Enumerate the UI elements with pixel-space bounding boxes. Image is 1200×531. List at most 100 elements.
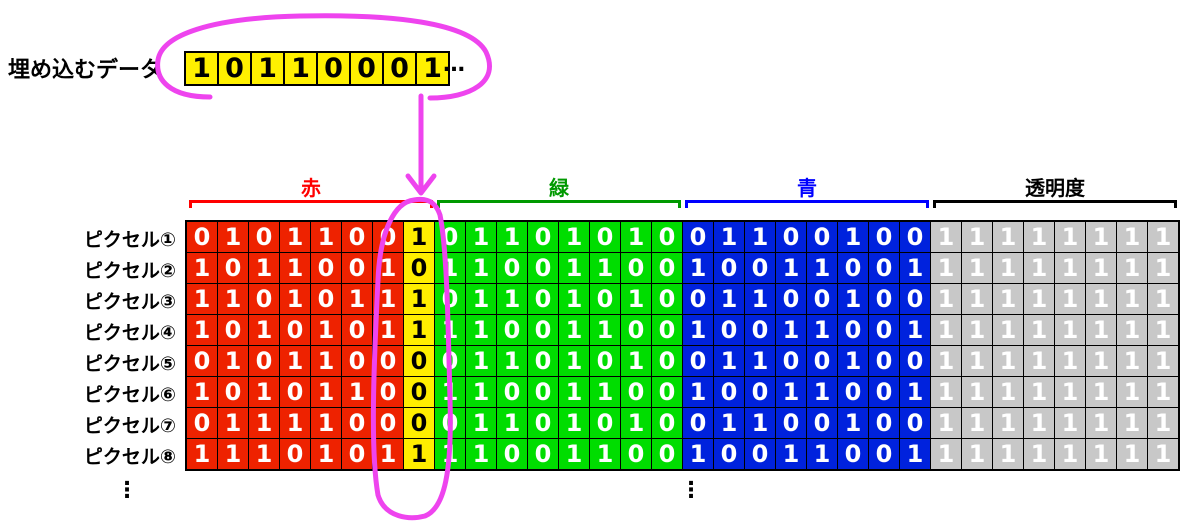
bit-cell: 0	[528, 346, 558, 376]
bit-cell: 1	[1117, 315, 1147, 345]
bit-cell: 1	[1117, 439, 1147, 469]
bit-cell: 1	[993, 408, 1023, 438]
bit-cell: 1	[249, 377, 279, 407]
bit-cell: 1	[683, 439, 713, 469]
bit-cell: 0	[621, 439, 651, 469]
bit-cell: 1	[900, 253, 930, 283]
bit-cell: 1	[249, 408, 279, 438]
bit-cell: 1	[962, 439, 992, 469]
bit-cell: 1	[559, 315, 589, 345]
bit-cell: 1	[621, 346, 651, 376]
bit-cell: 0	[373, 408, 403, 438]
bit-cell: 0	[714, 253, 744, 283]
bit-cell: 0	[280, 377, 310, 407]
bit-cell: 0	[218, 315, 248, 345]
bit-cell: 1	[218, 439, 248, 469]
bit-cell: 1	[590, 253, 620, 283]
bit-cell: 1	[1148, 253, 1178, 283]
bit-cell: 1	[1086, 253, 1116, 283]
bit-cell: 0	[311, 284, 341, 314]
bit-cell: 1	[1086, 346, 1116, 376]
bit-cell: 0	[218, 253, 248, 283]
bit-cell: 0	[187, 346, 217, 376]
bit-cell: 0	[280, 315, 310, 345]
bit-cell: 1	[559, 284, 589, 314]
bit-cell: 1	[466, 315, 496, 345]
pixel-row-label: ピクセル④	[83, 322, 176, 344]
bit-cell: 0	[745, 439, 775, 469]
bit-cell: 1	[466, 346, 496, 376]
bit-cell: 0	[745, 253, 775, 283]
bit-cell: 0	[776, 408, 806, 438]
bit-cell: 1	[931, 315, 961, 345]
bit-cell: 0	[280, 439, 310, 469]
bit-cell: 0	[807, 408, 837, 438]
bit-cell: 1	[280, 222, 310, 252]
bit-cell: 1	[838, 408, 868, 438]
bit-cell: 0	[776, 346, 806, 376]
bit-cell: 1	[311, 439, 341, 469]
embed-bit: 0	[318, 53, 351, 84]
bit-cell: 1	[683, 377, 713, 407]
bit-cell: 0	[714, 439, 744, 469]
red-lsb-bit-cell: 1	[404, 439, 434, 469]
bit-cell: 0	[590, 408, 620, 438]
bit-cell: 1	[1086, 222, 1116, 252]
bit-cell: 1	[683, 253, 713, 283]
bit-cell: 1	[1024, 377, 1054, 407]
bit-cell: 1	[1148, 439, 1178, 469]
bit-cell: 1	[590, 377, 620, 407]
bit-cell: 1	[993, 346, 1023, 376]
bit-cell: 1	[838, 222, 868, 252]
bit-cell: 1	[559, 377, 589, 407]
bit-cell: 1	[1055, 284, 1085, 314]
bit-cell: 0	[683, 222, 713, 252]
bit-cell: 1	[497, 222, 527, 252]
bit-cell: 1	[1117, 222, 1147, 252]
channel-label: 透明度	[1025, 176, 1085, 200]
bit-cell: 1	[993, 439, 1023, 469]
pixel-row-label: ピクセル②	[83, 260, 176, 282]
embed-bit: 1	[252, 53, 285, 84]
bit-cell: 0	[900, 346, 930, 376]
bit-cell: 1	[466, 439, 496, 469]
bit-cell: 1	[807, 315, 837, 345]
bit-cell: 0	[528, 222, 558, 252]
bit-cell: 0	[776, 222, 806, 252]
bit-cell: 1	[218, 222, 248, 252]
bit-cell: 1	[838, 284, 868, 314]
bit-cell: 1	[962, 284, 992, 314]
bit-cell: 1	[187, 284, 217, 314]
bit-cell: 0	[900, 408, 930, 438]
bit-cell: 0	[435, 222, 465, 252]
bit-cell: 1	[1086, 408, 1116, 438]
bit-cell: 0	[342, 253, 372, 283]
bit-cell: 1	[373, 315, 403, 345]
bit-cell: 0	[373, 222, 403, 252]
bit-cell: 1	[714, 408, 744, 438]
bit-cell: 1	[962, 346, 992, 376]
bit-cell: 1	[1055, 253, 1085, 283]
bit-cell: 0	[218, 377, 248, 407]
bit-cell: 0	[497, 439, 527, 469]
bit-cell: 0	[187, 222, 217, 252]
bit-cell: 1	[900, 439, 930, 469]
bit-cell: 1	[187, 253, 217, 283]
bit-cell: 1	[466, 222, 496, 252]
bit-cell: 1	[745, 346, 775, 376]
bit-cell: 0	[869, 346, 899, 376]
pixel-row-label: ピクセル⑥	[83, 384, 176, 406]
bit-cell: 1	[1086, 315, 1116, 345]
bit-cell: 0	[745, 377, 775, 407]
bit-cell: 0	[776, 284, 806, 314]
bit-cell: 1	[311, 346, 341, 376]
bit-cell: 1	[497, 408, 527, 438]
bit-cell: 1	[776, 439, 806, 469]
bit-cell: 1	[218, 284, 248, 314]
bit-cell: 0	[497, 377, 527, 407]
bit-cell: 1	[373, 439, 403, 469]
bit-cell: 1	[218, 346, 248, 376]
bit-cell: 0	[838, 253, 868, 283]
